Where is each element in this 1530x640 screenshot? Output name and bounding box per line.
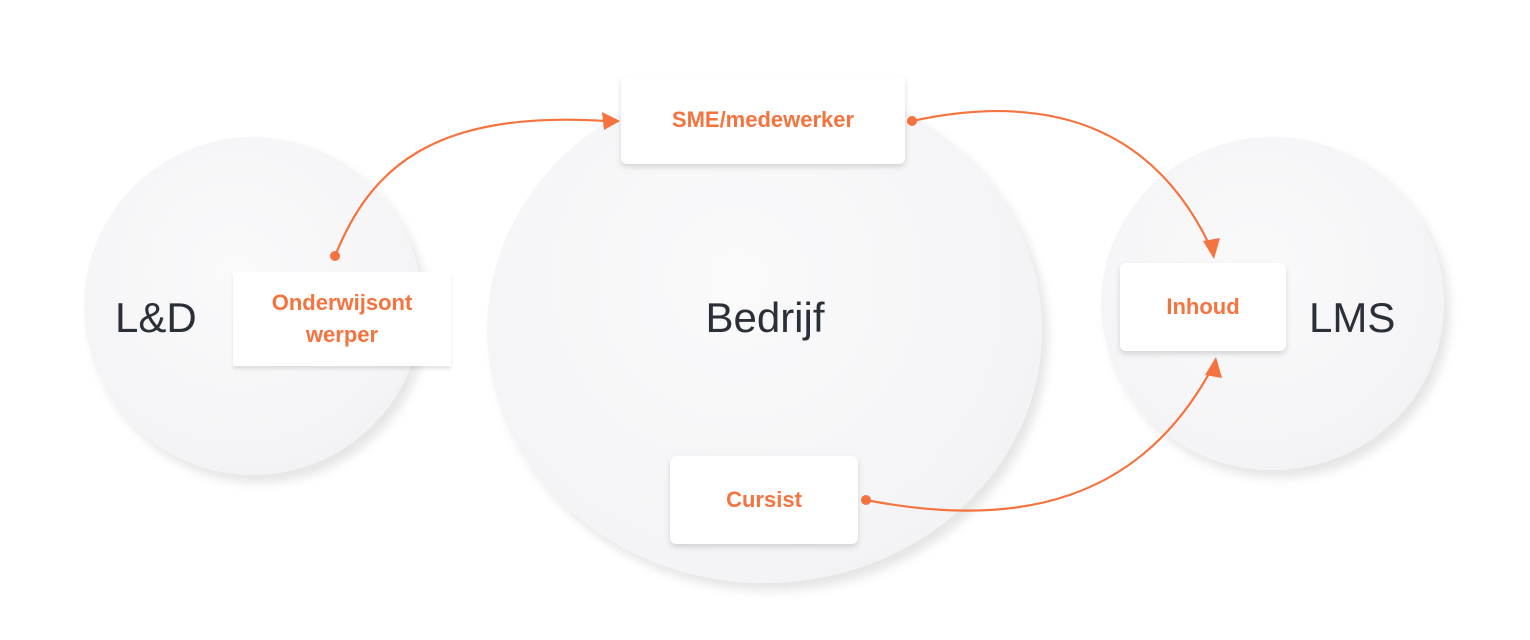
designer-card: Onderwijsont werper bbox=[233, 272, 451, 366]
designer-card-label: Onderwijsont werper bbox=[271, 290, 413, 347]
learner-card-label: Cursist bbox=[726, 487, 802, 513]
content-card: Inhoud bbox=[1120, 263, 1286, 351]
ld-label: L&D bbox=[115, 294, 197, 341]
sme-card-label: SME/medewerker bbox=[671, 107, 855, 133]
sme-card: SME/medewerker bbox=[621, 76, 905, 164]
lms-label: LMS bbox=[1309, 294, 1396, 341]
content-card-label: Inhoud bbox=[1166, 294, 1240, 320]
learner-card: Cursist bbox=[670, 456, 858, 544]
company-label: Bedrijf bbox=[705, 294, 825, 341]
company-label-wrap: Bedrijf bbox=[630, 0, 900, 640]
